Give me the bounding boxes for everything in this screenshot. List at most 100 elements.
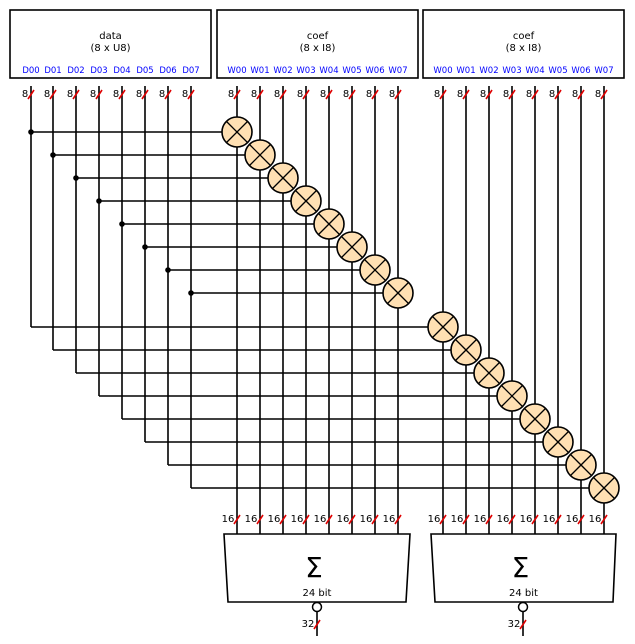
multiply-cross-icon <box>450 334 482 366</box>
bus-width-label: 8 <box>159 89 165 100</box>
product-width-label: 16 <box>474 514 487 525</box>
bus-width-label: 8 <box>343 89 349 100</box>
port-label: D06 <box>159 66 176 76</box>
bus-slash-icon <box>600 514 608 525</box>
cross-stroke <box>546 430 570 454</box>
bus-width-label: 8 <box>113 89 119 100</box>
bus-slash-icon <box>49 89 57 100</box>
cross-stroke <box>363 258 387 282</box>
cross-stroke <box>569 453 593 477</box>
bus-width-label: 8 <box>90 89 96 100</box>
port-label: D03 <box>90 66 107 76</box>
bus-slash-icon <box>577 514 585 525</box>
port-label: W02 <box>479 66 498 76</box>
bus-slash-icon <box>371 514 379 525</box>
bus-slash-icon <box>302 514 310 525</box>
port-label: W03 <box>296 66 315 76</box>
port-label: W01 <box>250 66 269 76</box>
adder-1 <box>430 533 617 603</box>
output-port-icon <box>517 601 529 613</box>
bus-slash-icon <box>394 514 402 525</box>
port-label: W05 <box>548 66 567 76</box>
cross-stroke <box>431 315 455 339</box>
product-width-label: 16 <box>291 514 304 525</box>
cross-stroke <box>225 120 249 144</box>
bus-slash-icon <box>256 514 264 525</box>
cross-stroke <box>294 189 318 213</box>
bus-width-label: 8 <box>457 89 463 100</box>
multiply-cross-icon <box>588 472 620 504</box>
multiply-cross-icon <box>244 139 276 171</box>
multiply-cross-icon <box>221 116 253 148</box>
bus-slash-icon <box>256 89 264 100</box>
product-width-label: 16 <box>268 514 281 525</box>
bus-width-label: 8 <box>44 89 50 100</box>
port-label: D07 <box>182 66 199 76</box>
product-width-label: 16 <box>360 514 373 525</box>
multiply-cross-icon <box>519 403 551 435</box>
output-port-icon <box>311 601 323 613</box>
bus-slash-icon <box>531 89 539 100</box>
bus-slash-icon <box>371 89 379 100</box>
junction-dot <box>119 221 125 227</box>
junction-dot <box>50 152 56 158</box>
port-label: W04 <box>525 66 544 76</box>
cross-stroke <box>248 143 272 167</box>
bus-slash-icon <box>348 89 356 100</box>
port-label: W00 <box>227 66 246 76</box>
bus-slash-icon <box>233 89 241 100</box>
block-1 <box>216 9 419 79</box>
product-width-label: 16 <box>589 514 602 525</box>
bus-slash-icon <box>325 514 333 525</box>
bus-slash-icon <box>164 89 172 100</box>
bus-slash-icon <box>485 89 493 100</box>
block-title: coef <box>513 31 535 42</box>
multiply-cross-icon <box>313 208 345 240</box>
port-label: W07 <box>594 66 613 76</box>
sigma-icon: Σ <box>305 551 323 584</box>
bus-slash-icon <box>141 89 149 100</box>
block-0 <box>9 9 212 79</box>
bus-slash-icon <box>554 514 562 525</box>
bus-slash-icon <box>348 514 356 525</box>
multiply-cross-icon <box>336 231 368 263</box>
block-subtitle: (8 x I8) <box>506 43 542 54</box>
bus-width-label: 8 <box>549 89 555 100</box>
multiply-cross-icon <box>359 254 391 286</box>
bus-width-label: 8 <box>274 89 280 100</box>
port-label: W01 <box>456 66 475 76</box>
bus-width-label: 8 <box>389 89 395 100</box>
multiply-cross-icon <box>565 449 597 481</box>
port-label: D01 <box>44 66 61 76</box>
port-label: D04 <box>113 66 130 76</box>
wires <box>28 86 605 534</box>
bus-slash-icon <box>233 514 241 525</box>
bus-slash-icon <box>462 514 470 525</box>
bus-width-label: 8 <box>22 89 28 100</box>
bus-slash-icon <box>313 619 321 630</box>
bus-slash-icon <box>95 89 103 100</box>
port-label: W04 <box>319 66 338 76</box>
bus-width-label: 8 <box>297 89 303 100</box>
product-width-label: 16 <box>245 514 258 525</box>
block-title: coef <box>307 31 329 42</box>
bus-slash-icon <box>302 89 310 100</box>
bus-width-label: 8 <box>366 89 372 100</box>
multiply-cross-icon <box>427 311 459 343</box>
port-label: D02 <box>67 66 84 76</box>
junction-dot <box>188 290 194 296</box>
port-label: W00 <box>433 66 452 76</box>
port-label: W07 <box>388 66 407 76</box>
bus-slash-icon <box>279 89 287 100</box>
bus-width-label: 8 <box>434 89 440 100</box>
bus-slash-icon <box>462 89 470 100</box>
bus-width-label: 8 <box>228 89 234 100</box>
product-width-label: 16 <box>520 514 533 525</box>
multiply-cross-icon <box>496 380 528 412</box>
bus-slash-icon <box>72 89 80 100</box>
multiply-cross-icon <box>382 277 414 309</box>
bus-width-label: 8 <box>526 89 532 100</box>
cross-stroke <box>271 166 295 190</box>
